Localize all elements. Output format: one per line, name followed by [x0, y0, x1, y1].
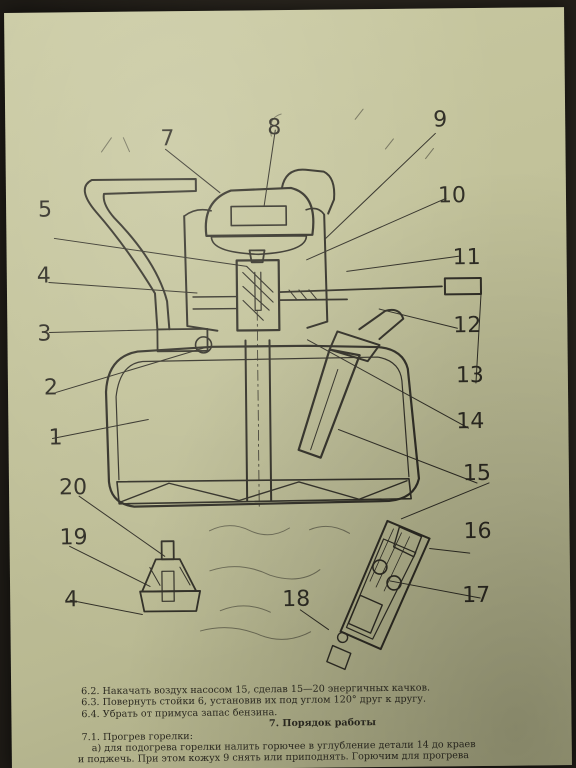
callout-16: 16: [463, 519, 491, 544]
pump-inner-line: [310, 368, 339, 451]
leader-lines: [48, 129, 490, 631]
fitting-bolt: [194, 336, 213, 354]
pump-head: [328, 330, 381, 363]
callout-13: 13: [456, 363, 484, 388]
burner-ring: [210, 234, 308, 256]
callout-3: 3: [37, 321, 51, 346]
callout-10: 10: [438, 183, 466, 208]
riser-tube: [244, 339, 273, 502]
left-fitting: [156, 327, 209, 353]
riser-axis: [256, 309, 260, 511]
tank-base-truss: [120, 480, 408, 503]
valve-knob: [443, 276, 483, 296]
callout-17: 17: [462, 583, 490, 608]
right-handle: [280, 168, 336, 215]
carry-handle: [83, 177, 197, 331]
burner-cap-inner: [230, 205, 288, 227]
callout-9: 9: [433, 107, 447, 132]
tank-base-frame: [116, 477, 412, 505]
detail-pump-valve: [326, 519, 431, 671]
pump-cylinder: [297, 348, 361, 459]
callout-8: 8: [267, 115, 281, 140]
detail-nozzle: [139, 540, 202, 613]
nozzle-hatch: [242, 265, 274, 321]
tank-inner-wall: [115, 356, 410, 481]
callout-5: 5: [38, 197, 52, 222]
burner-cap: [204, 186, 315, 237]
fitting-bracket: [192, 295, 238, 310]
fuel-tank: [104, 344, 421, 508]
valve-stem-hatch: [288, 289, 318, 301]
callout-19: 19: [59, 525, 87, 550]
housing-top-rim: [183, 207, 325, 217]
needle: [254, 271, 262, 311]
callout-20: 20: [59, 475, 87, 500]
callout-11: 11: [453, 245, 481, 270]
callout-12: 12: [453, 313, 481, 338]
instruction-text: 6.2. Накачать воздух насосом 15, сделав …: [77, 681, 548, 766]
document-sheet: 7 8 9 10 11 12 13 14 15 5 4 3 2 1 20 19 …: [4, 7, 572, 768]
callout-2: 2: [44, 375, 58, 400]
callout-4-detail: 4: [64, 587, 78, 612]
callout-15: 15: [463, 461, 491, 486]
callout-18: 18: [282, 587, 310, 612]
callout-4: 4: [37, 263, 51, 288]
valve-rod: [278, 285, 443, 301]
nozzle-tip: [248, 249, 266, 264]
primus-stove-diagram: 7 8 9 10 11 12 13 14 15 5 4 3 2 1 20 19 …: [37, 107, 492, 671]
paper-mottling: [101, 108, 434, 640]
callout-1: 1: [48, 425, 62, 450]
callout-14: 14: [456, 409, 484, 434]
callout-numbers: 7 8 9 10 11 12 13 14 15 5 4 3 2 1 20 19 …: [37, 107, 492, 612]
pump-plunger: [358, 308, 405, 341]
vaporizer-block: [235, 258, 281, 332]
callout-7: 7: [160, 126, 174, 151]
